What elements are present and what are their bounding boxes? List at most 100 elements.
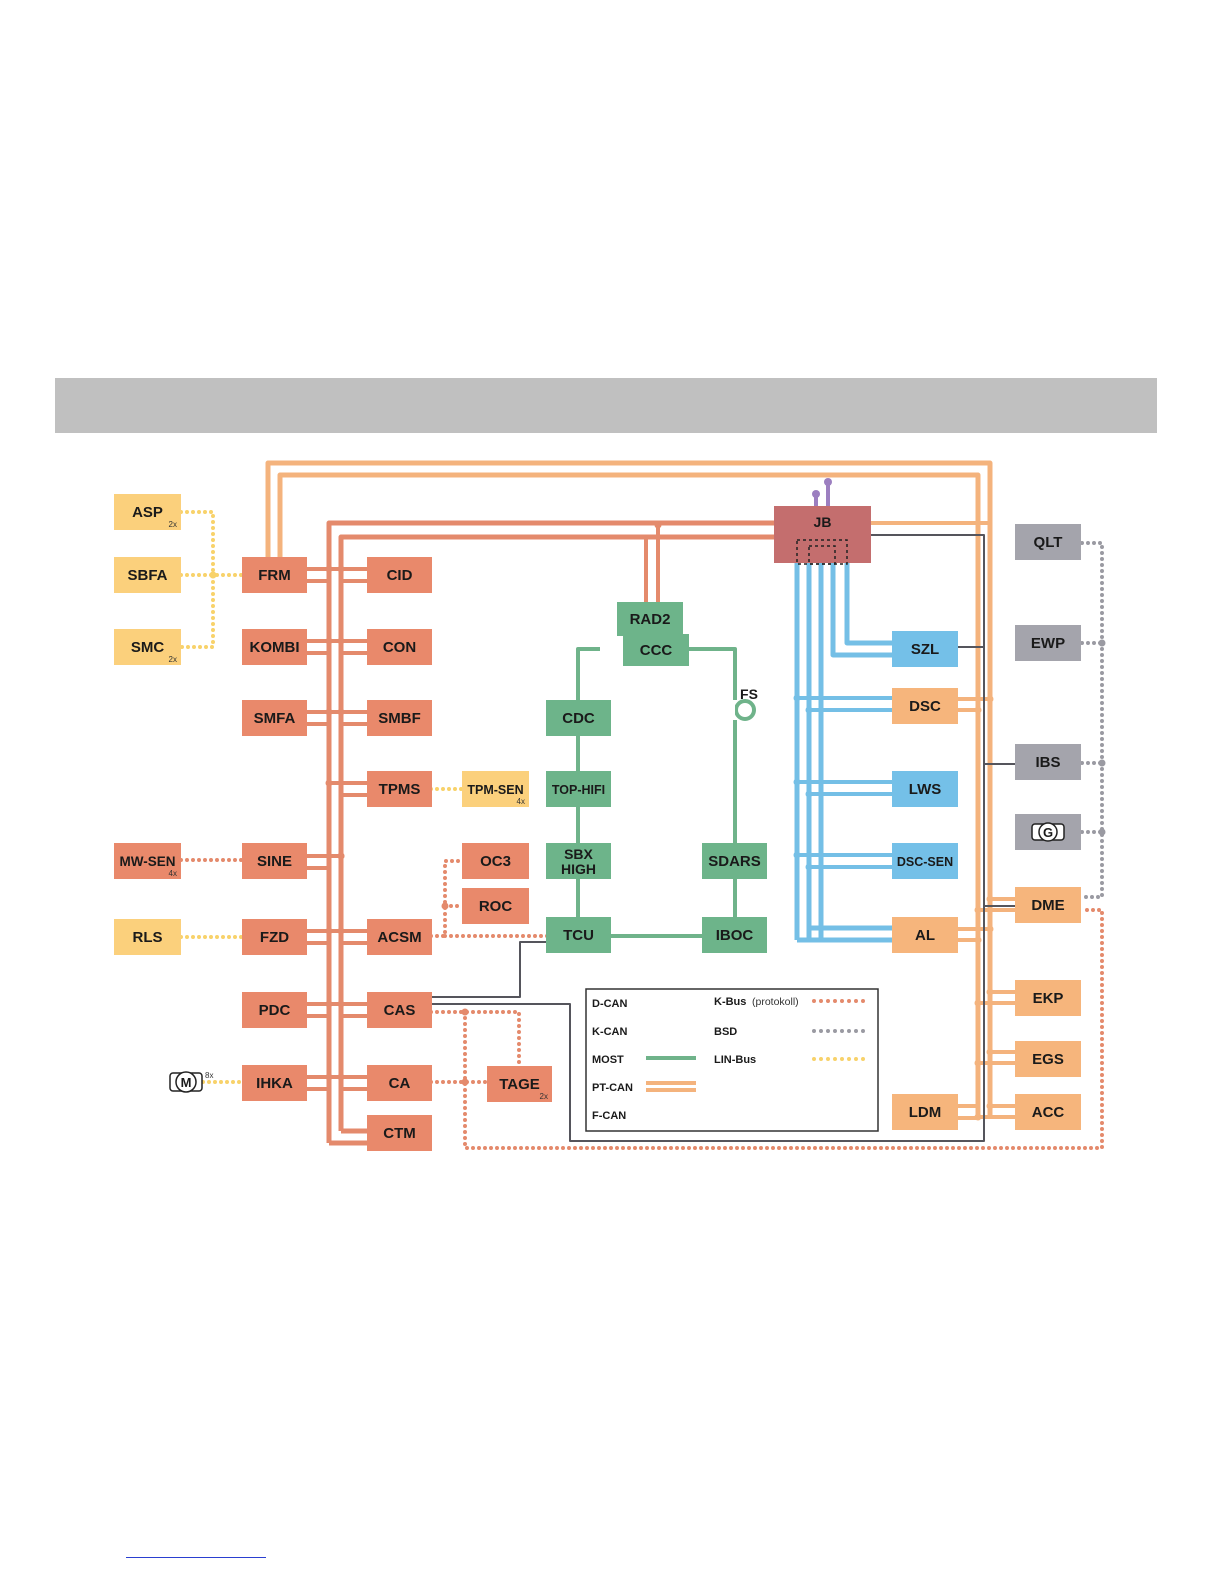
- node-egs-label: EGS: [1032, 1051, 1064, 1068]
- kbus-junction-cas: [461, 1008, 469, 1016]
- node-top-hifi-box: [546, 771, 611, 807]
- node-oc3-label: OC3: [480, 853, 511, 870]
- node-cdc: CDC: [546, 700, 611, 736]
- node-sdars: SDARS: [702, 843, 767, 879]
- node-smfa-label: SMFA: [254, 710, 296, 727]
- wire-cas-long: [431, 534, 985, 1142]
- node-rad2-box: [617, 602, 683, 636]
- node-smfa-box: [242, 700, 307, 736]
- ptcan-junction-al: [986, 925, 994, 933]
- node-fzd-box: [242, 919, 307, 955]
- node-sine-box: [242, 843, 307, 879]
- node-ewp-box: [1015, 625, 1081, 661]
- node-szl: SZL: [892, 631, 958, 667]
- node-con-box: [367, 629, 432, 665]
- node-sine: SINE: [242, 843, 307, 879]
- node-asp-count: 2x: [169, 520, 177, 529]
- dcan-pin-2: [824, 478, 832, 486]
- kcan-junction-rad2: [654, 521, 662, 529]
- node-acsm-box: [367, 919, 432, 955]
- legend-kcan-label: K-CAN: [592, 1026, 627, 1038]
- node-tcu-box: [546, 917, 611, 953]
- ptcan-junction-al-2: [974, 936, 982, 944]
- ptcan-junction-acc-2: [974, 1113, 982, 1121]
- node-jb-label: JB: [814, 514, 832, 530]
- kbus-acsm-oc3: [429, 859, 464, 938]
- node-iboc-label: IBOC: [716, 927, 754, 944]
- node-iboc-box: [702, 917, 767, 953]
- header-bar: [55, 378, 1157, 433]
- node-roc-label: ROC: [479, 898, 513, 915]
- node-ibs-label: IBS: [1035, 754, 1060, 771]
- node-sbx-high-box: [546, 843, 611, 879]
- node-szl-box: [892, 631, 958, 667]
- kbus-cas-tage: [429, 1010, 521, 1070]
- ptcan-junction-dme: [986, 895, 994, 903]
- node-ca-label: CA: [389, 1075, 411, 1092]
- node-rls-label: RLS: [133, 929, 163, 946]
- node-pdc-label: PDC: [259, 1002, 291, 1019]
- node-oc3-box: [462, 843, 529, 879]
- legend-dcan-label: D-CAN: [592, 998, 627, 1010]
- ptcan-line-frm-top: [265, 460, 993, 563]
- node-smc-count: 2x: [169, 655, 177, 664]
- node-sdars-box: [702, 843, 767, 879]
- kcan-junction-sine-r: [337, 852, 345, 860]
- node-rls: RLS: [114, 919, 181, 955]
- ptcan-junction-dsc-2: [974, 706, 982, 714]
- node-al-box: [892, 917, 958, 953]
- node-ca-box: [367, 1065, 432, 1101]
- fcan-junction-dsc-sen-2: [805, 863, 813, 871]
- node-sbfa-label: SBFA: [127, 567, 167, 584]
- node-fzd-label: FZD: [260, 929, 289, 946]
- legend-bsd-label: BSD: [714, 1026, 737, 1038]
- node-ccc-box: [623, 634, 689, 666]
- node-tpms: TPMS: [367, 771, 432, 807]
- node-lws: LWS: [892, 771, 958, 807]
- node-con-label: CON: [383, 639, 416, 656]
- kcan-junction-cas: [325, 1000, 333, 1008]
- node-al-label: AL: [915, 927, 935, 944]
- node-frm: FRM: [242, 557, 307, 593]
- node-tpm-sen-count: 4x: [517, 797, 525, 806]
- node-kombi-box: [242, 629, 307, 665]
- node-dme-box: [1015, 887, 1081, 923]
- node-ewp: EWP: [1015, 625, 1081, 661]
- node-cid-box: [367, 557, 432, 593]
- node-top-hifi: TOP-HIFI: [546, 771, 611, 807]
- kcan-junction-con: [325, 637, 333, 645]
- node-gen-label: G: [1043, 825, 1053, 840]
- node-sbx-high-label2: HIGH: [561, 861, 596, 877]
- jb-inner-frame-2: [808, 545, 836, 565]
- node-ldm-box: [892, 1094, 958, 1130]
- node-dme: DME: [1015, 887, 1081, 923]
- kcan-junction-cid: [325, 565, 333, 573]
- node-asp-label: ASP: [132, 504, 163, 521]
- node-kombi-label: KOMBI: [250, 639, 300, 656]
- motor-count: 8x: [205, 1071, 213, 1080]
- node-cas-box: [367, 992, 432, 1028]
- node-roc-box: [462, 888, 529, 924]
- footer-link[interactable]: [126, 1557, 266, 1558]
- node-mw-sen-label: MW-SEN: [120, 854, 176, 869]
- node-ekp-label: EKP: [1033, 990, 1064, 1007]
- node-dsc-sen-label: DSC-SEN: [897, 855, 953, 869]
- node-smfa: SMFA: [242, 700, 307, 736]
- kcan-junction-tpms: [325, 779, 333, 787]
- node-ekp: EKP: [1015, 980, 1081, 1016]
- node-pdc-box: [242, 992, 307, 1028]
- generator-circle: [1038, 822, 1058, 842]
- node-sbx-high-label: SBX: [564, 846, 593, 862]
- ptcan-junction-ekp: [986, 988, 994, 996]
- fcan-junction-dsc-sen: [793, 851, 801, 859]
- fcan-junction-lws: [793, 778, 801, 786]
- node-smbf-label: SMBF: [378, 710, 421, 727]
- node-rad2: RAD2: [617, 602, 683, 636]
- lin-junction-sbfa: [209, 571, 217, 579]
- bsd-junction-1: [1098, 759, 1106, 767]
- node-sbfa: SBFA: [114, 557, 181, 593]
- lin-asp-smc: [179, 510, 215, 649]
